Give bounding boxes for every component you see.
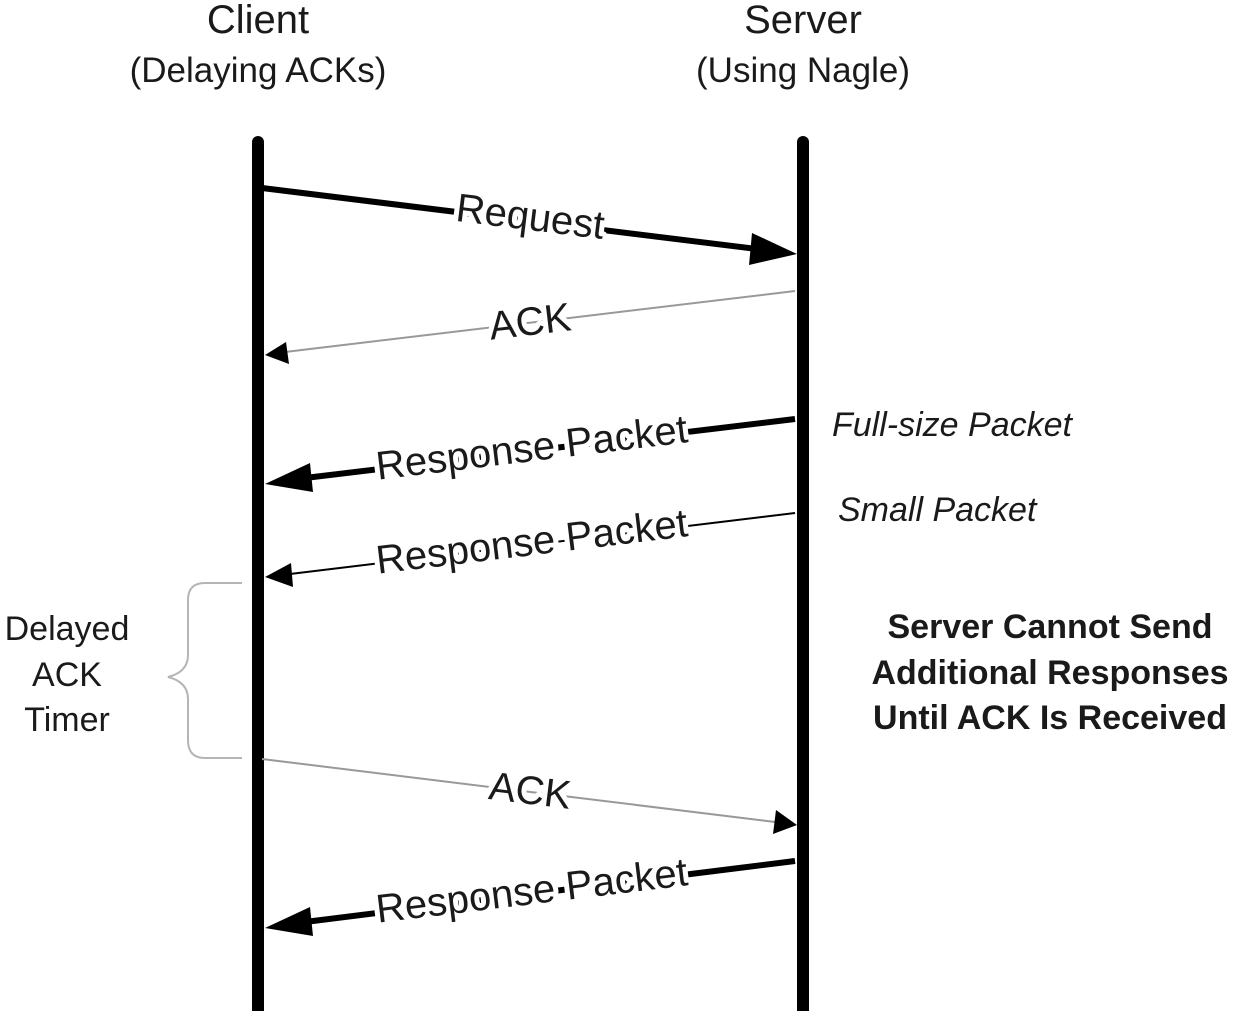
- timer-line: ACK: [32, 656, 102, 694]
- message-response-2: Response Packet: [265, 496, 796, 588]
- message-label: Response Packet: [373, 850, 690, 931]
- note-server-wait: Server Cannot Send Additional Responses …: [871, 608, 1228, 737]
- message-ack-2: ACK: [261, 758, 797, 834]
- message-request: Request: [261, 181, 797, 265]
- arrowhead: [749, 233, 797, 265]
- note-small-packet: Small Packet: [838, 491, 1038, 529]
- arrowhead: [773, 810, 797, 834]
- message-label: Response Packet: [373, 501, 690, 582]
- message-response-3: Response Packet: [265, 845, 796, 937]
- arrowhead: [265, 907, 313, 936]
- server-title: Server: [744, 0, 862, 42]
- note-line: Additional Responses: [871, 654, 1228, 692]
- note-full-size-packet: Full-size Packet: [832, 406, 1074, 444]
- message-label: Response Packet: [373, 407, 690, 488]
- message-label: Request: [454, 186, 607, 248]
- message-label: ACK: [487, 764, 574, 818]
- timer-line: Timer: [24, 701, 110, 739]
- message-response-1: Response Packet: [265, 402, 796, 494]
- delayed-ack-timer-label: Delayed ACK Timer: [5, 610, 130, 739]
- message-label: ACK: [487, 295, 574, 348]
- client-subtitle: (Delaying ACKs): [130, 51, 387, 90]
- message-ack-1: ACK: [265, 290, 796, 364]
- delayed-ack-brace: [167, 582, 242, 759]
- server-subtitle: (Using Nagle): [696, 51, 910, 90]
- timer-line: Delayed: [5, 610, 130, 648]
- arrowhead: [265, 342, 289, 364]
- arrowhead: [265, 563, 293, 587]
- arrowhead: [265, 463, 313, 492]
- client-title: Client: [207, 0, 309, 42]
- note-line: Server Cannot Send: [888, 608, 1213, 646]
- note-line: Until ACK Is Received: [873, 699, 1227, 737]
